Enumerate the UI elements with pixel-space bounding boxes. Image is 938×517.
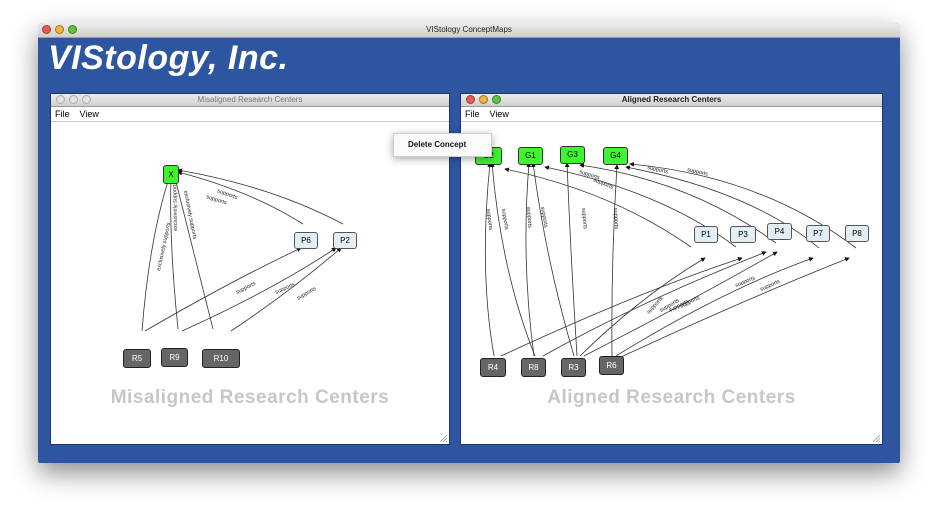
- edge: [525, 162, 535, 357]
- aligned-titlebar[interactable]: Aligned Research Centers: [461, 94, 882, 107]
- edge-label: supports: [485, 209, 493, 231]
- edge: [531, 162, 575, 357]
- window-controls: [56, 95, 91, 104]
- edge: [504, 167, 692, 248]
- close-button[interactable]: [56, 95, 65, 104]
- concept-node-r9[interactable]: R9: [161, 348, 188, 367]
- window-title: Misaligned Research Centers: [197, 95, 303, 104]
- window-title: Aligned Research Centers: [621, 95, 722, 104]
- concept-map-canvas[interactable]: exclusively supports exclusively support…: [51, 121, 449, 444]
- edge-label: supports: [612, 208, 619, 230]
- concept-node-p1[interactable]: P1: [694, 226, 718, 243]
- edge-label: supports: [296, 286, 317, 302]
- resize-grip-icon[interactable]: [439, 434, 447, 442]
- window-controls: [42, 25, 77, 34]
- main-titlebar[interactable]: VIStology ConceptMaps: [38, 23, 900, 38]
- edge-label: supports: [679, 295, 701, 310]
- edge: [181, 247, 337, 332]
- menubar: File View: [51, 107, 449, 122]
- menubar: File View: [461, 107, 882, 122]
- menu-file[interactable]: File: [55, 109, 70, 119]
- zoom-button[interactable]: [68, 25, 77, 34]
- edge-label: supports: [274, 282, 296, 296]
- edge: [583, 251, 778, 357]
- watermark-label: Aligned Research Centers: [547, 387, 796, 408]
- edge-label: supports: [580, 208, 588, 230]
- menu-view[interactable]: View: [489, 109, 509, 119]
- window-title: VIStology ConceptMaps: [426, 25, 512, 34]
- edge: [144, 247, 302, 332]
- menu-item-delete-concept[interactable]: Delete Concept: [408, 140, 467, 149]
- edge-label: exclusively supports: [172, 182, 179, 232]
- edge: [484, 162, 495, 357]
- edges-layer: supports supports supports supports supp…: [484, 161, 857, 359]
- edge: [177, 170, 304, 225]
- edge: [625, 165, 820, 249]
- edge-label: supports: [235, 281, 257, 296]
- close-button[interactable]: [42, 25, 51, 34]
- edge: [615, 257, 814, 357]
- misaligned-window: Misaligned Research Centers File View: [51, 94, 449, 444]
- edge-label: supports: [647, 165, 669, 175]
- concept-node-r6[interactable]: R6: [599, 356, 624, 375]
- edge: [230, 247, 342, 332]
- edge-label: supports: [500, 208, 509, 230]
- concept-map-canvas[interactable]: supports supports supports supports supp…: [461, 121, 882, 444]
- edges-layer: exclusively supports exclusively support…: [141, 168, 344, 332]
- concept-node-g3[interactable]: G3: [560, 146, 585, 164]
- edge-label: supports: [539, 206, 549, 228]
- edge: [489, 162, 536, 357]
- edge: [168, 177, 179, 330]
- edge: [618, 257, 850, 359]
- edge: [173, 177, 214, 330]
- close-button[interactable]: [466, 95, 475, 104]
- edge: [579, 257, 706, 357]
- concept-node-r3[interactable]: R3: [561, 358, 586, 377]
- edge: [177, 168, 344, 225]
- zoom-button[interactable]: [492, 95, 501, 104]
- concept-node-r5[interactable]: R5: [123, 349, 151, 368]
- concept-node-r10[interactable]: R10: [202, 349, 240, 368]
- concept-node-p2[interactable]: P2: [333, 232, 357, 249]
- concept-node-p4[interactable]: P4: [767, 223, 792, 240]
- watermark-label: Misaligned Research Centers: [110, 387, 390, 408]
- edge-label: supports: [735, 275, 757, 289]
- concept-node-r8[interactable]: R8: [521, 358, 546, 377]
- minimize-button[interactable]: [55, 25, 64, 34]
- edge: [542, 251, 767, 357]
- concept-node-p8[interactable]: P8: [845, 225, 869, 242]
- concept-node-r4[interactable]: R4: [480, 358, 506, 377]
- concept-node-x[interactable]: X: [163, 165, 179, 184]
- edge-label: supports: [525, 207, 532, 229]
- concept-node-p3[interactable]: P3: [730, 226, 756, 243]
- minimize-button[interactable]: [479, 95, 488, 104]
- concept-node-p6[interactable]: P6: [294, 232, 318, 249]
- zoom-button[interactable]: [82, 95, 91, 104]
- concept-node-p7[interactable]: P7: [806, 225, 830, 242]
- edge-label: supports: [592, 177, 614, 191]
- edge: [629, 161, 857, 249]
- menu-view[interactable]: View: [79, 109, 99, 119]
- edge: [611, 164, 620, 357]
- menu-file[interactable]: File: [465, 109, 480, 119]
- edge-label: supports: [687, 167, 709, 178]
- main-window: VIStology ConceptMaps VIStology, Inc. Mi…: [38, 23, 900, 463]
- context-menu: Delete Concept: [393, 133, 492, 157]
- aligned-window: Aligned Research Centers File View: [461, 94, 882, 444]
- edge: [564, 162, 578, 357]
- resize-grip-icon[interactable]: [872, 434, 880, 442]
- edge: [500, 256, 743, 357]
- misaligned-titlebar[interactable]: Misaligned Research Centers: [51, 94, 449, 107]
- concept-node-g4[interactable]: G4: [603, 147, 628, 165]
- minimize-button[interactable]: [69, 95, 78, 104]
- edge-label: exclusively supports: [156, 222, 172, 272]
- brand-title: VIStology, Inc.: [48, 39, 289, 77]
- edge: [141, 177, 171, 332]
- window-controls: [466, 95, 501, 104]
- concept-node-g1[interactable]: G1: [518, 147, 543, 165]
